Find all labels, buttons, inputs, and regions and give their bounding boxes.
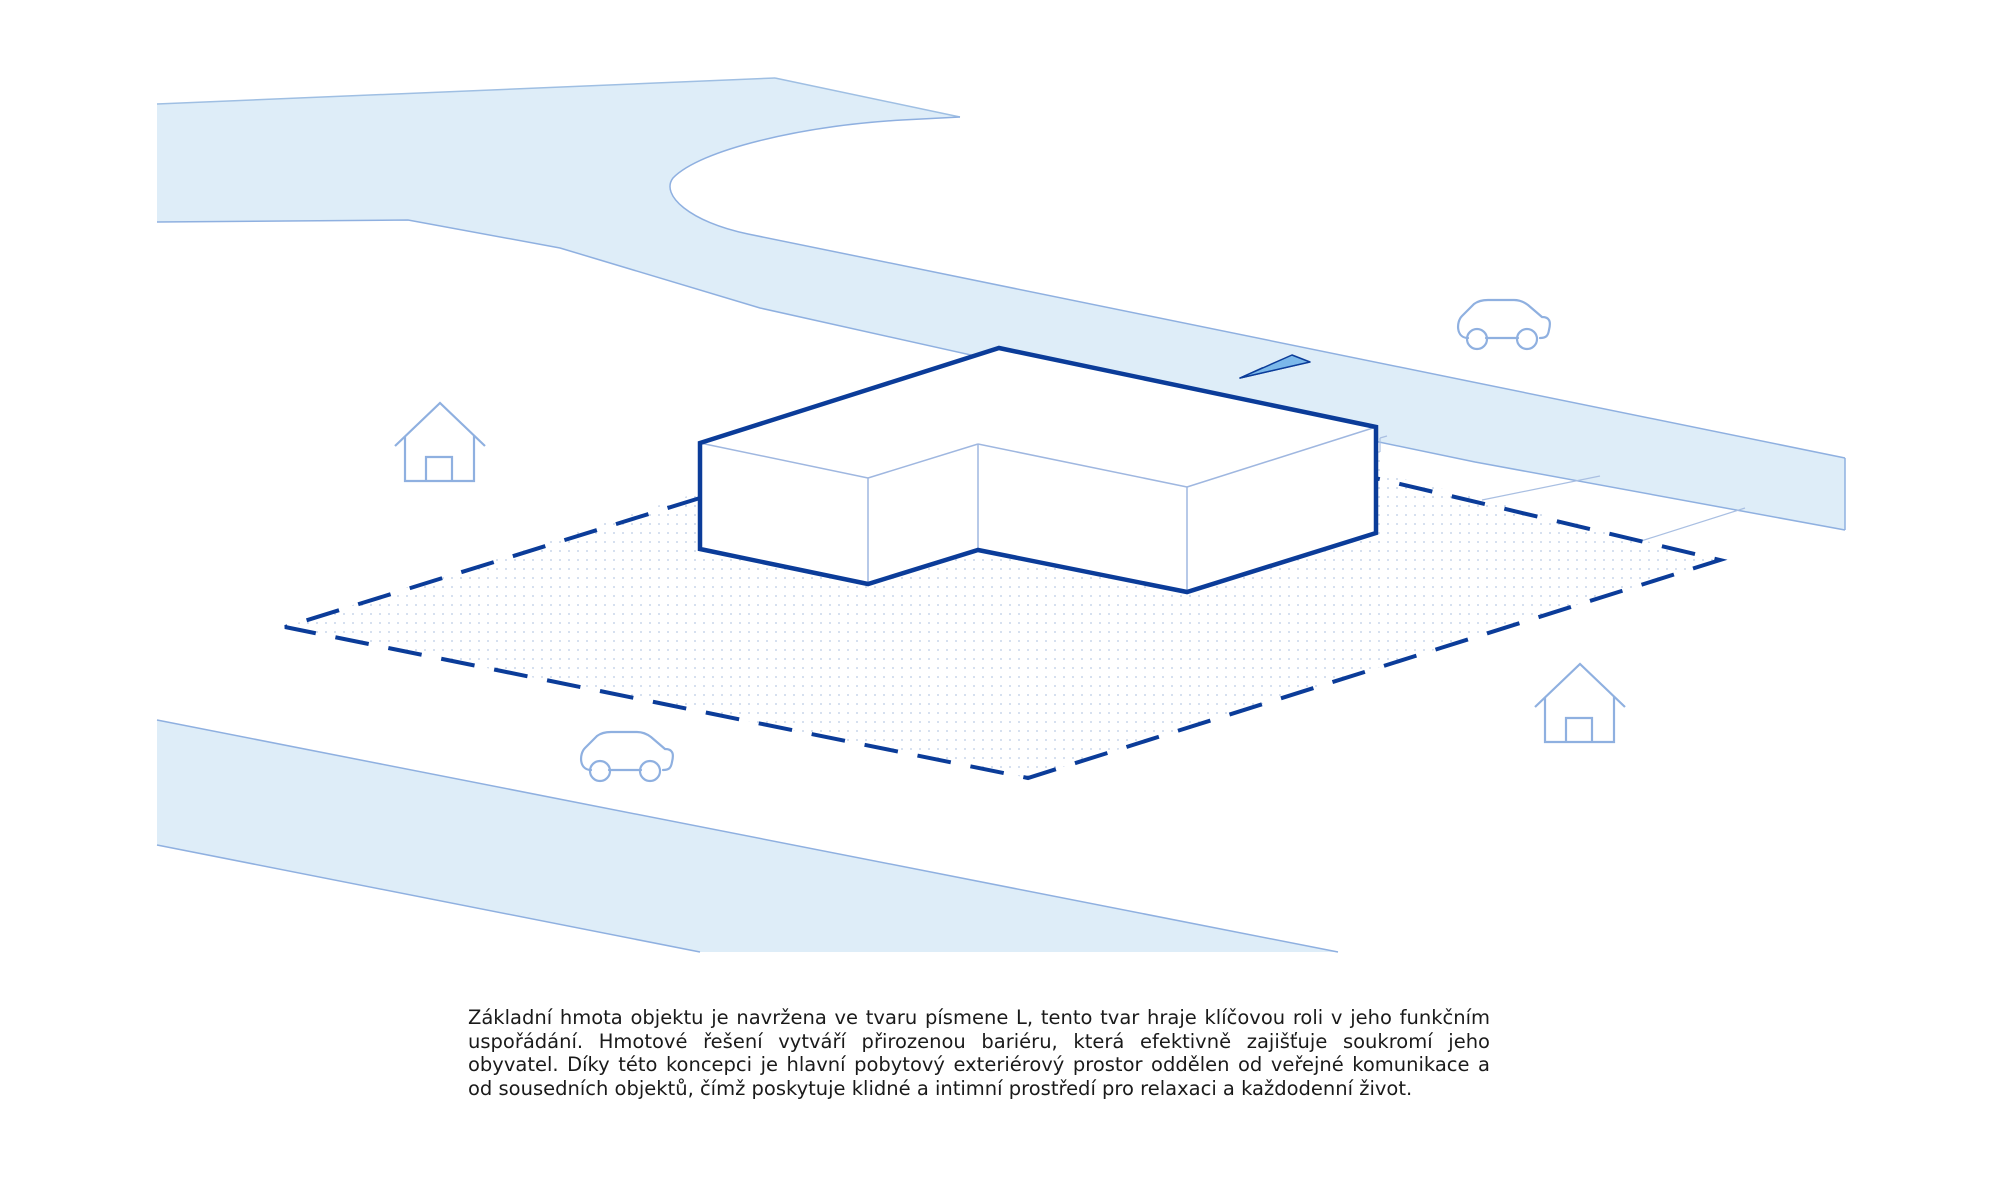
top-road-edge (156, 219, 1846, 531)
diagram-caption: Základní hmota objektu je navržena ve tv… (468, 1006, 1490, 1100)
bottom-road-edge (156, 719, 1339, 953)
building-inner-edge (699, 442, 869, 479)
building-inner-edge (1186, 426, 1377, 488)
top-road-curve-edge (669, 116, 1846, 459)
entrance-arrow-icon (1239, 354, 1311, 379)
building-outline (697, 345, 1379, 595)
driveway-line (1379, 435, 1388, 439)
top-road-edge (774, 77, 961, 118)
car-icon (579, 730, 674, 783)
house-icon (1534, 662, 1626, 744)
building-side-far (1187, 427, 1376, 592)
top-road (157, 78, 1845, 530)
building-side-left (700, 443, 868, 584)
bottom-road-edge (156, 844, 701, 953)
plot-boundary (284, 476, 1728, 781)
car-icon (1456, 298, 1551, 351)
building-roof (700, 348, 1376, 487)
building-side-right (978, 444, 1187, 592)
building-inner-edge (867, 443, 979, 479)
top-road-edge (156, 77, 776, 105)
driveway-line (1637, 507, 1746, 543)
house-icon (394, 401, 486, 483)
building-side-middle (868, 444, 978, 584)
driveway-line (1481, 475, 1601, 501)
building-inner-edge (977, 443, 1188, 488)
l-shaped-building (697, 345, 1379, 595)
